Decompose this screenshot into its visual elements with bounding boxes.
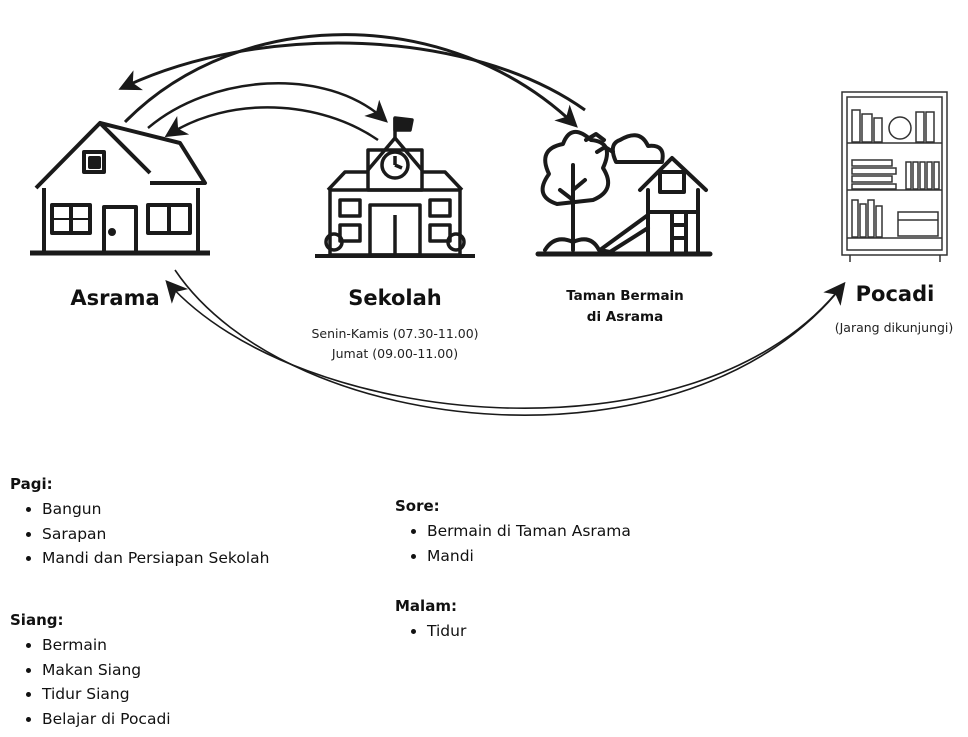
school-icon <box>315 116 475 258</box>
pocadi-label: Pocadi <box>855 282 935 306</box>
schedule-sore: Sore: Bermain di Taman Asrama Mandi <box>395 496 631 568</box>
arrow-asrama-to-taman <box>123 33 578 128</box>
pocadi-note: (Jarang dikunjungi) <box>834 320 954 335</box>
schedule-siang-list: Bermain Makan Siang Tidur Siang Belajar … <box>10 633 171 731</box>
schedule-siang: Siang: Bermain Makan Siang Tidur Siang B… <box>10 610 171 731</box>
list-item: Tidur Siang <box>42 682 171 707</box>
list-item: Bermain <box>42 633 171 658</box>
list-item: Mandi <box>427 544 631 569</box>
arrow-sekolah-to-asrama <box>164 106 379 142</box>
taman-label-line2: di Asrama <box>586 309 664 325</box>
schedule-pagi-list: Bangun Sarapan Mandi dan Persiapan Sekol… <box>10 497 269 571</box>
schedule-malam-title: Malam: <box>395 597 457 615</box>
schedule-pagi: Pagi: Bangun Sarapan Mandi dan Persiapan… <box>10 474 269 571</box>
arrow-asrama-to-sekolah <box>147 81 388 129</box>
playground-icon <box>535 130 713 257</box>
schedule-malam: Malam: Tidur <box>395 596 466 644</box>
house-icon <box>30 121 210 256</box>
list-item: Makan Siang <box>42 658 171 683</box>
sekolah-schedule-line1: Senin-Kamis (07.30-11.00) <box>311 326 479 341</box>
arrow-asrama-to-pocadi <box>174 269 846 416</box>
schedule-siang-title: Siang: <box>10 611 64 629</box>
schedule-sore-title: Sore: <box>395 497 440 515</box>
schedule-pagi-title: Pagi: <box>10 475 53 493</box>
list-item: Tidur <box>427 619 466 644</box>
list-item: Bangun <box>42 497 269 522</box>
taman-label-line1: Taman Bermain <box>566 288 684 304</box>
list-item: Mandi dan Persiapan Sekolah <box>42 546 269 571</box>
arrow-pocadi-to-asrama <box>165 280 837 409</box>
arrow-taman-to-asrama <box>118 41 586 112</box>
bookshelf-icon <box>841 91 948 262</box>
schedule-sore-list: Bermain di Taman Asrama Mandi <box>395 519 631 568</box>
schedule-malam-list: Tidur <box>395 619 466 644</box>
sekolah-schedule-line2: Jumat (09.00-11.00) <box>331 346 459 361</box>
list-item: Bermain di Taman Asrama <box>427 519 631 544</box>
asrama-label: Asrama <box>70 286 160 310</box>
list-item: Sarapan <box>42 522 269 547</box>
list-item: Belajar di Pocadi <box>42 707 171 732</box>
sekolah-label: Sekolah <box>348 286 442 310</box>
